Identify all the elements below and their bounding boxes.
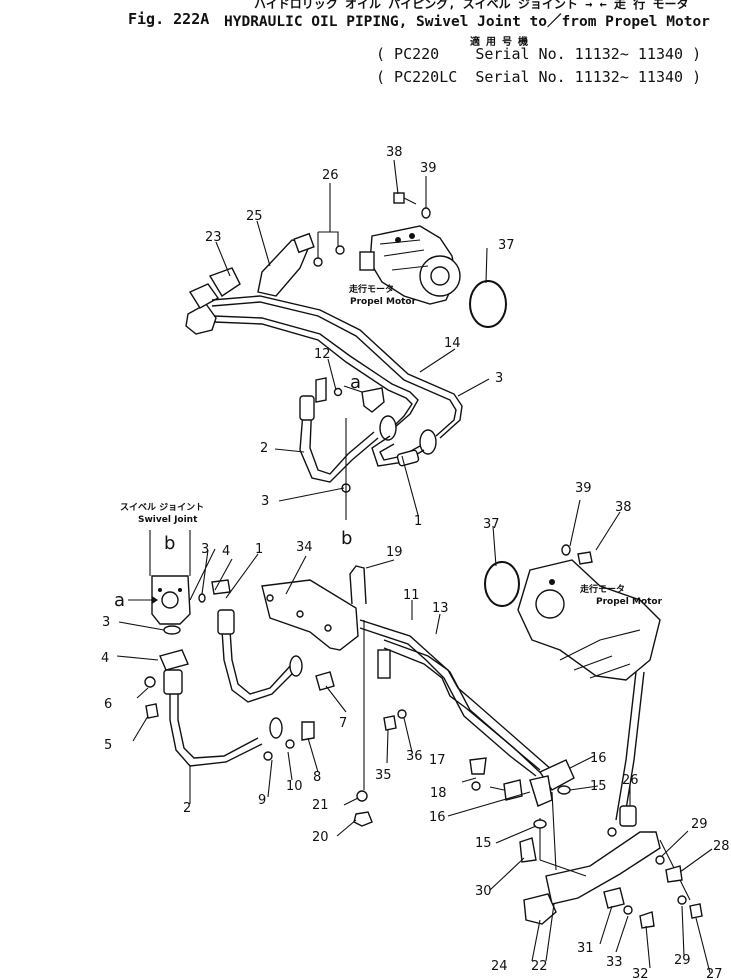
callout-25: 25 <box>246 209 263 224</box>
callout-11: 11 <box>403 588 420 603</box>
swivel-joint-en: Swivel Joint <box>138 515 198 525</box>
callout-2: 2 <box>183 801 191 816</box>
hose-2-upper <box>299 399 379 483</box>
callout-14: 14 <box>444 336 461 351</box>
callout-36: 36 <box>406 749 423 764</box>
callout-4: 4 <box>222 544 230 559</box>
hose-1-left <box>221 629 297 703</box>
callout-3: 3 <box>102 615 110 630</box>
propel-motor-jp-upper: 走行モータ <box>348 283 394 295</box>
swivel-joint: スイベル ジョイント Swivel Joint <box>120 502 204 625</box>
callout-30: 30 <box>475 884 492 899</box>
callout-9: 9 <box>258 793 266 808</box>
propel-motor-upper: 走行モータ Propel Motor <box>348 225 461 307</box>
callout-4: 4 <box>101 651 109 666</box>
callout-17: 17 <box>429 753 446 768</box>
callout-28: 28 <box>713 839 730 854</box>
swivel-joint-jp: スイベル ジョイント <box>120 502 204 513</box>
callout-18: 18 <box>430 786 447 801</box>
ref-letter-b-left: b <box>164 533 175 554</box>
callout-31: 31 <box>577 941 594 956</box>
callout-23: 23 <box>205 230 222 245</box>
callout-24: 24 <box>491 959 508 974</box>
callout-34: 34 <box>296 540 313 555</box>
callout-22: 22 <box>531 959 548 974</box>
callout-6: 6 <box>104 697 112 712</box>
bracket-34 <box>261 579 359 651</box>
o-ring-37-upper <box>469 280 507 328</box>
callout-15: 15 <box>590 779 607 794</box>
serial-line-pc220lc: ( PC220LC Serial No. 11132~ 11340 ) <box>376 68 702 86</box>
callout-33: 33 <box>606 955 623 970</box>
callout-numbers: 38 39 26 37 25 23 14 3 12 2 3 1 39 38 37… <box>101 145 730 980</box>
callout-3: 3 <box>201 542 209 557</box>
washer-21 <box>356 790 368 802</box>
callout-39: 39 <box>575 481 592 496</box>
callout-15: 15 <box>475 836 492 851</box>
callout-2: 2 <box>260 441 268 456</box>
callout-26: 26 <box>622 773 639 788</box>
callout-12: 3 <box>495 371 503 386</box>
ref-letter-b-upper: b <box>341 528 352 549</box>
propel-motor-lower: 走行モータ Propel Motor <box>517 559 663 681</box>
callout-1: 1 <box>255 542 263 557</box>
applicable-serial-label: 適 用 号 機 <box>470 37 529 48</box>
ref-letter-a-left: a <box>114 590 125 611</box>
propel-motor-jp-lower: 走行モータ <box>579 583 625 595</box>
callout-38: 38 <box>386 145 403 160</box>
figure-title: HYDRAULIC OIL PIPING, Swivel Joint to／fr… <box>224 14 710 30</box>
washer-6 <box>144 676 156 688</box>
ref-letter-a-upper: a <box>350 372 361 393</box>
bolt-5 <box>145 703 159 719</box>
callout-7: 7 <box>339 716 347 731</box>
callout-1: 1 <box>414 514 422 529</box>
fitting-block-23-25 <box>185 232 315 335</box>
nut-20 <box>353 811 373 827</box>
callout-5: 5 <box>104 738 112 753</box>
pipe-13 <box>383 639 553 771</box>
callout-38: 38 <box>615 500 632 515</box>
hose-26-lower <box>615 671 637 821</box>
callout-19: 19 <box>386 545 403 560</box>
callout-20: 20 <box>312 830 329 845</box>
callout-16: 16 <box>590 751 607 766</box>
callout-35: 35 <box>375 768 392 783</box>
callout-39: 39 <box>420 161 437 176</box>
split-flange-4 <box>159 649 189 671</box>
callout-10: 10 <box>286 779 303 794</box>
fitting-22-24 <box>545 831 661 905</box>
callout-3: 3 <box>261 494 269 509</box>
o-ring-3-left <box>163 625 181 635</box>
hose-2-left <box>169 686 263 767</box>
bolt-38-upper <box>393 192 417 205</box>
callout-37: 37 <box>483 517 500 532</box>
serial-line-pc220: ( PC220 Serial No. 11132~ 11340 ) <box>376 45 702 63</box>
propel-motor-en-upper: Propel Motor <box>350 297 417 307</box>
callout-27: 27 <box>706 967 723 980</box>
callout-26: 26 <box>322 168 339 183</box>
propel-motor-en-lower: Propel Motor <box>596 597 663 607</box>
callout-8: 8 <box>313 770 321 785</box>
callout-29: 29 <box>691 817 708 832</box>
pipe-12 <box>211 295 463 439</box>
callout-29: 29 <box>674 953 691 968</box>
callout-16: 16 <box>429 810 446 825</box>
o-ring-37-lower <box>484 561 520 607</box>
callout-37: 37 <box>498 238 515 253</box>
callout-32: 32 <box>632 967 649 980</box>
header-japanese-line: ハイドロリック オイル パイピング, スイベル ジョイント → ← 走 行 モー… <box>254 0 689 11</box>
pipe-14 <box>213 315 419 429</box>
callout-21: 21 <box>312 798 329 813</box>
u-bolt-19 <box>349 565 367 605</box>
figure-number: Fig. 222A <box>128 10 210 28</box>
callout-3: 12 <box>314 347 331 362</box>
washer-39-upper <box>421 207 431 219</box>
callout-13: 13 <box>432 601 449 616</box>
